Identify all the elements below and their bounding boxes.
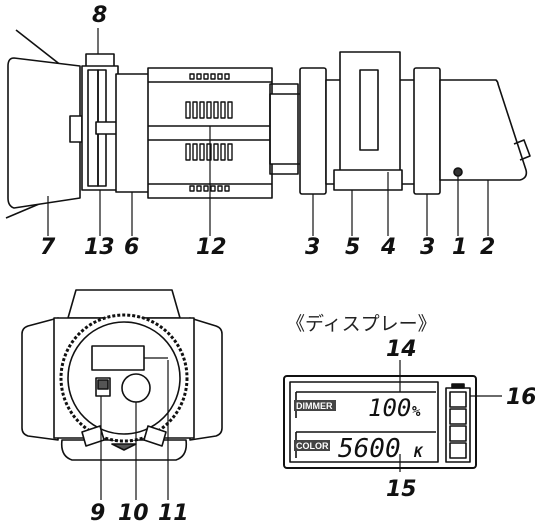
display-caption: 《ディスプレー》: [286, 313, 437, 335]
label-3a: 3: [305, 235, 320, 260]
color-tag: COLOR: [296, 441, 329, 451]
label-16: 16: [506, 385, 535, 410]
rear-barn-door-left: [21, 317, 59, 441]
ring-3-right: [413, 67, 441, 195]
label-3b: 3: [420, 235, 435, 260]
label-15: 15: [386, 477, 417, 502]
label-12: 12: [196, 235, 227, 260]
dimmer-tag-bg: [294, 400, 336, 411]
label-7: 7: [40, 235, 56, 260]
leader-lines-top: [47, 28, 489, 236]
barn-door-front: [7, 57, 81, 209]
leader-lines-display: [399, 360, 502, 472]
label-10: 10: [118, 501, 149, 525]
vent-slots: [185, 73, 233, 192]
leader-lines-rear: [100, 357, 169, 500]
barn-door-top: [15, 29, 63, 67]
rear-view: [21, 289, 223, 461]
label-5: 5: [345, 235, 360, 260]
rear-body-2: [439, 79, 528, 181]
color-unit: K: [413, 445, 424, 461]
lcd-display: [283, 375, 477, 469]
color-tag-bg: [294, 440, 330, 451]
rear-knob-10: [121, 373, 151, 403]
label-11: 11: [158, 501, 189, 525]
dimmer-value: 100: [368, 394, 411, 422]
label-6: 6: [124, 235, 139, 260]
dimmer-unit: %: [412, 404, 421, 420]
mount-5: [333, 169, 403, 191]
lcd-frame: [283, 375, 477, 469]
color-value: 5600: [338, 434, 401, 464]
ring-3-left: [299, 67, 327, 195]
label-14: 14: [386, 337, 417, 362]
battery-4: [339, 51, 401, 173]
lens-ring-6: [115, 73, 151, 193]
label-13: 13: [84, 235, 115, 260]
side-view: [5, 29, 531, 219]
label-8: 8: [92, 3, 107, 28]
switch-1: [453, 167, 463, 177]
rear-screen: [91, 345, 145, 371]
label-9: 9: [90, 501, 105, 525]
rear-barn-door-right: [189, 317, 223, 441]
label-4: 4: [380, 235, 396, 260]
label-1: 1: [452, 235, 467, 260]
dimmer-tag: DIMMER: [296, 401, 333, 411]
label-2: 2: [480, 235, 495, 260]
